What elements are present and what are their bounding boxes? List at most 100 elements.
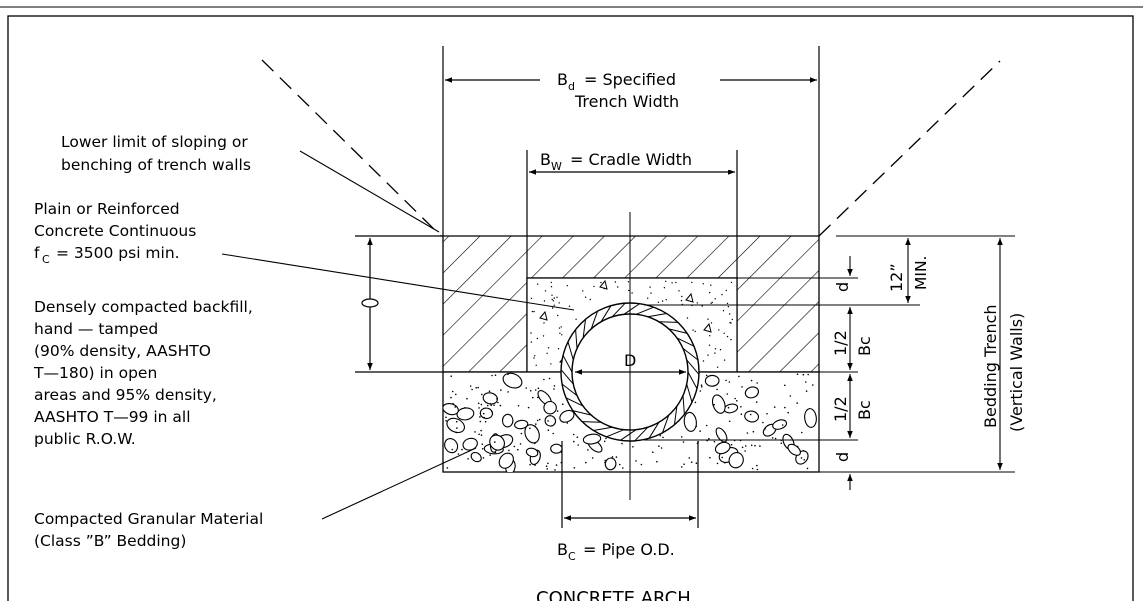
bedding-grain bbox=[496, 398, 498, 400]
concrete-symbol: f bbox=[34, 244, 40, 262]
cradle-grain bbox=[694, 330, 696, 333]
cradle-grain bbox=[701, 305, 703, 307]
bedding-grain bbox=[801, 431, 803, 434]
bedding-grain bbox=[784, 406, 786, 409]
cradle-grain bbox=[584, 296, 587, 298]
cradle-grain bbox=[631, 292, 633, 294]
concrete-subscript: C bbox=[42, 253, 50, 266]
cradle-grain bbox=[551, 307, 554, 309]
granular-leader bbox=[321, 447, 477, 520]
bedding-grain bbox=[507, 373, 509, 376]
cradle-width-dimension bbox=[526, 150, 738, 278]
bedding-grain bbox=[740, 406, 742, 408]
cradle-grain bbox=[708, 344, 711, 346]
cradle-grain bbox=[543, 322, 545, 324]
bedding-stone bbox=[715, 427, 728, 443]
bedding-grain bbox=[740, 413, 743, 416]
lower-limit-leader bbox=[299, 150, 440, 233]
cradle-grain bbox=[593, 285, 595, 288]
bedding-grain bbox=[517, 405, 520, 407]
bedding-grain bbox=[806, 467, 809, 470]
bedding-grain bbox=[774, 437, 777, 440]
cradle-grain bbox=[556, 296, 558, 298]
drawing-title: CONCRETE ARCH bbox=[536, 588, 691, 601]
cradle-grain bbox=[675, 281, 677, 284]
bedding-grain bbox=[456, 427, 458, 429]
pipe-wall-hatch-line bbox=[647, 313, 667, 318]
bedding-grain bbox=[481, 393, 483, 396]
bedding-grain bbox=[619, 463, 621, 466]
bedding-grain bbox=[749, 413, 752, 416]
cradle-grain bbox=[535, 364, 537, 366]
bedding-grain bbox=[494, 374, 497, 377]
bedding-grain bbox=[796, 373, 799, 376]
bedding-stone bbox=[582, 433, 602, 445]
cradle-grain bbox=[582, 290, 584, 292]
cradle-grain bbox=[702, 283, 704, 285]
bedding-grain bbox=[479, 416, 481, 418]
bedding-grain bbox=[534, 464, 536, 466]
cradle-grain bbox=[710, 284, 712, 286]
bedding-grain bbox=[529, 427, 531, 430]
bedding-grain bbox=[455, 393, 457, 396]
bedding-grain bbox=[738, 375, 740, 378]
cradle-grain bbox=[546, 352, 548, 354]
bedding-grain bbox=[455, 420, 458, 423]
bedding-grain bbox=[547, 462, 549, 465]
bedding-grain bbox=[713, 403, 715, 406]
bedding-grain bbox=[490, 404, 493, 407]
lower-limit-label-2: benching of trench walls bbox=[61, 156, 251, 174]
cradle-grain bbox=[557, 314, 559, 317]
bedding-grain bbox=[762, 421, 764, 424]
cradle-grain bbox=[661, 300, 664, 302]
bedding-grain bbox=[534, 442, 536, 445]
bedding-grain bbox=[480, 403, 483, 406]
bedding-grain bbox=[480, 429, 482, 432]
bedding-grain bbox=[554, 469, 556, 471]
bedding-grain bbox=[469, 385, 472, 387]
cradle-grain bbox=[547, 347, 550, 349]
bedding-grain bbox=[611, 456, 614, 458]
bedding-grain bbox=[519, 443, 522, 445]
bedding-stone bbox=[728, 452, 744, 469]
cradle-grain bbox=[726, 302, 729, 305]
trench-width-dimension bbox=[442, 46, 820, 236]
bedding-grain bbox=[807, 373, 809, 376]
bedding-grain bbox=[507, 391, 509, 393]
bedding-grain bbox=[491, 410, 493, 413]
cradle-grain bbox=[589, 298, 591, 301]
bedding-grain bbox=[566, 422, 569, 424]
bedding-grain bbox=[536, 396, 539, 399]
bedding-stone bbox=[524, 424, 540, 444]
concrete-label-1: Plain or Reinforced bbox=[34, 200, 180, 218]
cradle-width-subscript: W bbox=[551, 160, 562, 173]
cradle-grain bbox=[665, 299, 667, 301]
cradle-grain bbox=[649, 286, 651, 288]
bedding-stone bbox=[482, 392, 498, 405]
cradle-grain bbox=[544, 290, 547, 292]
bedding-grain bbox=[773, 406, 776, 408]
pipe-wall-hatch-line bbox=[600, 305, 612, 323]
bedding-grain bbox=[635, 460, 637, 462]
backfill-label-3: (90% density, AASHTO bbox=[34, 342, 211, 360]
bedding-grain bbox=[483, 416, 486, 419]
pipe-wall-hatch-line bbox=[658, 321, 678, 323]
lower-limit-label-1: Lower limit of sloping or bbox=[61, 133, 248, 151]
bedding-grain bbox=[548, 377, 551, 380]
cradle-grain bbox=[729, 313, 731, 315]
bedding-grain bbox=[491, 374, 493, 377]
cradle-grain bbox=[617, 286, 619, 288]
cradle-grain bbox=[663, 287, 666, 289]
bedding-grain bbox=[766, 413, 768, 415]
bedding-grain bbox=[545, 465, 548, 468]
bedding-grain bbox=[741, 386, 743, 388]
bedding-grain bbox=[716, 462, 719, 465]
pipe-wall-hatch-line bbox=[635, 306, 654, 315]
bedding-grain bbox=[812, 384, 814, 386]
pipe-od-symbol: B bbox=[557, 540, 568, 559]
bedding-grain bbox=[700, 384, 703, 387]
cradle-grain bbox=[534, 355, 536, 357]
cradle-grain bbox=[665, 280, 667, 282]
bedding-grain bbox=[699, 390, 702, 392]
bedding-grain bbox=[477, 386, 480, 389]
